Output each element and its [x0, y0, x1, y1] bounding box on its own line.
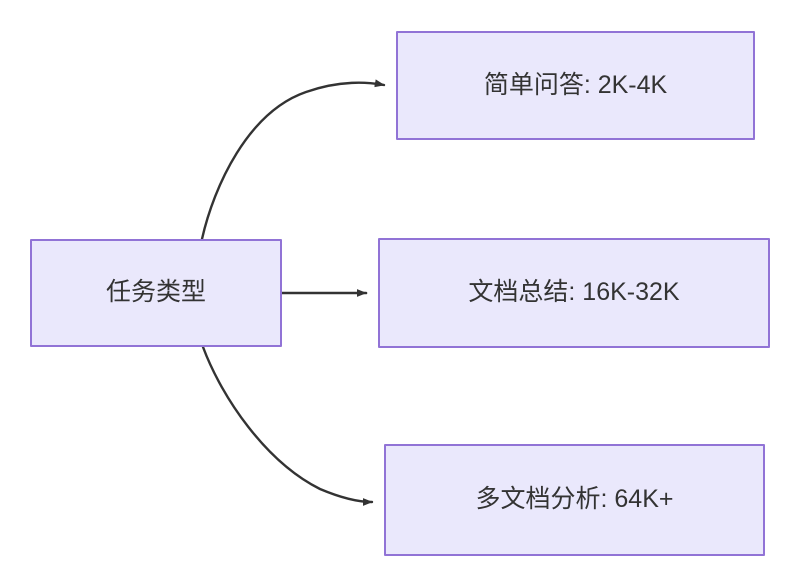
node-label: 多文档分析: 64K+: [475, 485, 674, 514]
node-task-type[interactable]: 任务类型: [30, 239, 282, 347]
node-label: 任务类型: [105, 278, 206, 307]
node-label: 简单问答: 2K-4K: [483, 70, 668, 99]
node-document-summary[interactable]: 文档总结: 16K-32K: [378, 238, 770, 348]
node-label: 文档总结: 16K-32K: [468, 278, 680, 307]
node-multi-document-analysis[interactable]: 多文档分析: 64K+: [384, 444, 765, 556]
edge-source-simple: [200, 79, 386, 241]
edge-source-multidoc: [201, 345, 374, 506]
node-simple-qa[interactable]: 简单问答: 2K-4K: [396, 31, 755, 140]
